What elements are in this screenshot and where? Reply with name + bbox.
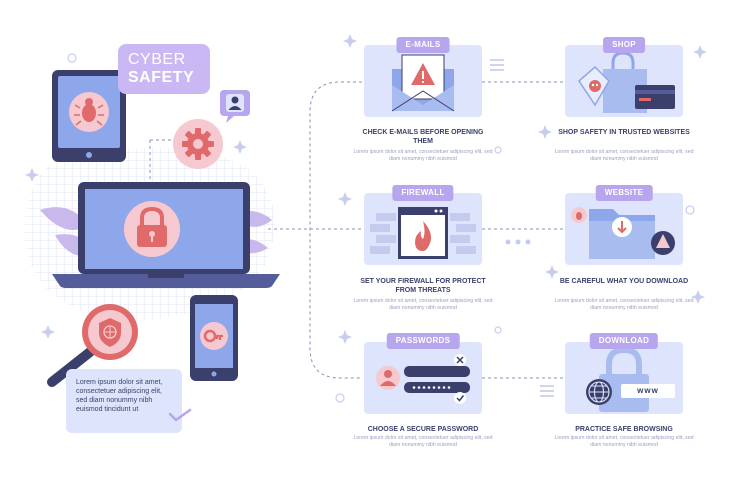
browsing-url-field: www xyxy=(637,386,659,395)
user-bubble-icon xyxy=(220,90,250,123)
badge-title-line2: SAFETY xyxy=(128,69,195,86)
title-website: BE CAREFUL WHAT YOU DOWNLOAD xyxy=(559,278,689,285)
password-form-icon xyxy=(376,354,470,404)
desc-shop: Lorem ipsum dolor sit amet, consectetuer… xyxy=(554,149,694,162)
magnifier-icon xyxy=(47,304,138,387)
firewall-icon xyxy=(370,207,476,259)
desc-website: Lorem ipsum dolor sit amet, consectetuer… xyxy=(554,298,694,311)
title-download: PRACTICE SAFE BROWSING xyxy=(575,426,673,433)
card-firewall-illustration xyxy=(364,193,482,265)
shopping-bag-icon xyxy=(578,51,675,113)
envelope-warning-icon xyxy=(391,54,455,112)
card-shop-illustration xyxy=(565,45,683,117)
folder-download-icon xyxy=(571,207,675,259)
globe-lock-icon xyxy=(586,346,675,412)
tag-firewall: FIREWALL xyxy=(392,185,454,201)
check-icon xyxy=(168,408,192,422)
smartphone-icon xyxy=(190,295,238,381)
badge-title-line1: CYBER xyxy=(128,51,186,68)
desc-emails: Lorem ipsum dolor sit amet, consectetuer… xyxy=(353,149,493,162)
desc-firewall: Lorem ipsum dolor sit amet, consectetuer… xyxy=(353,298,493,311)
gear-icon xyxy=(173,119,223,169)
tag-passwords: PASSWORDS xyxy=(386,333,460,349)
card-download-illustration: www xyxy=(565,342,683,414)
desc-passwords: Lorem ipsum dolor sit amet, consectetuer… xyxy=(353,435,493,448)
desc-download: Lorem ipsum dolor sit amet, consectetuer… xyxy=(554,435,694,448)
title-shop: SHOP SAFETY IN TRUSTED WEBSITES xyxy=(558,129,690,136)
tag-emails: E-MAILS xyxy=(396,37,450,53)
title-emails: CHECK E-MAILS BEFORE OPENING THEM xyxy=(362,129,484,145)
tablet-icon xyxy=(52,70,126,162)
card-website-illustration xyxy=(565,193,683,265)
intro-text: Lorem ipsum dolor sit amet, consectetuer… xyxy=(76,379,163,413)
cyber-safety-badge: CYBER SAFETY xyxy=(118,44,210,94)
intro-text-box: Lorem ipsum dolor sit amet, consectetuer… xyxy=(66,369,182,433)
tag-website: WEBSITE xyxy=(595,185,653,201)
title-firewall: SET YOUR FIREWALL FOR PROTECT FROM THREA… xyxy=(360,278,486,294)
tag-shop: SHOP xyxy=(603,37,645,53)
laptop-icon xyxy=(52,182,280,288)
card-emails-illustration xyxy=(364,45,482,117)
tag-download: DOWNLOAD xyxy=(589,333,659,349)
card-passwords-illustration xyxy=(364,342,482,414)
title-passwords: CHOOSE A SECURE PASSWORD xyxy=(367,426,479,433)
